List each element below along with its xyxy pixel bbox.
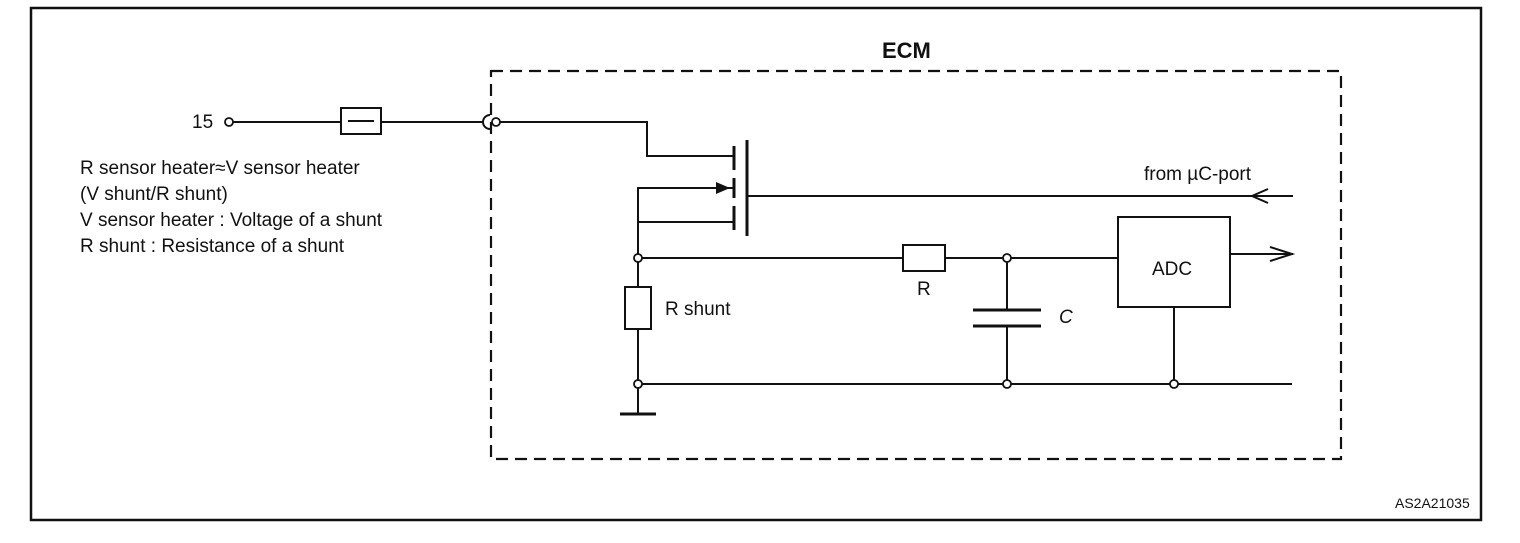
wire-to-drain bbox=[500, 121, 734, 157]
connector-symbol bbox=[482, 114, 491, 130]
r-resistor bbox=[902, 244, 946, 272]
gate-signal-arrow bbox=[1249, 188, 1269, 204]
r-label: R bbox=[917, 279, 931, 300]
adc-label: ADC bbox=[1152, 259, 1192, 280]
node-shunt-top bbox=[633, 253, 643, 263]
note-line-4: R shunt : Resistance of a shunt bbox=[80, 236, 345, 257]
c-label: C bbox=[1059, 307, 1073, 328]
terminal-15-label: 15 bbox=[192, 112, 213, 133]
ecm-label: ECM bbox=[882, 38, 931, 63]
node-cap-bottom bbox=[1002, 379, 1012, 389]
ecm-boundary bbox=[489, 69, 1343, 461]
outer-frame bbox=[29, 6, 1483, 522]
adc-block bbox=[1117, 216, 1231, 308]
figure-code: AS2A21035 bbox=[1395, 495, 1470, 511]
r-shunt-resistor bbox=[624, 286, 652, 330]
fet-arrow bbox=[716, 182, 730, 194]
adc-output-arrow bbox=[1269, 246, 1296, 262]
from-port-label: from µC-port bbox=[1144, 164, 1252, 185]
note-line-2: (V shunt/R shunt) bbox=[80, 184, 228, 205]
note-line-3: V sensor heater : Voltage of a shunt bbox=[80, 210, 383, 231]
note-line-1: R sensor heater≈V sensor heater bbox=[80, 158, 360, 179]
node-adc-ground bbox=[1169, 379, 1179, 389]
node-cap-top bbox=[1002, 253, 1012, 263]
node-ground bbox=[633, 379, 643, 389]
fet-source-wire bbox=[637, 187, 734, 256]
terminal-15-node bbox=[224, 117, 234, 127]
connector-pin bbox=[491, 117, 501, 127]
r-shunt-label: R shunt bbox=[665, 299, 731, 320]
